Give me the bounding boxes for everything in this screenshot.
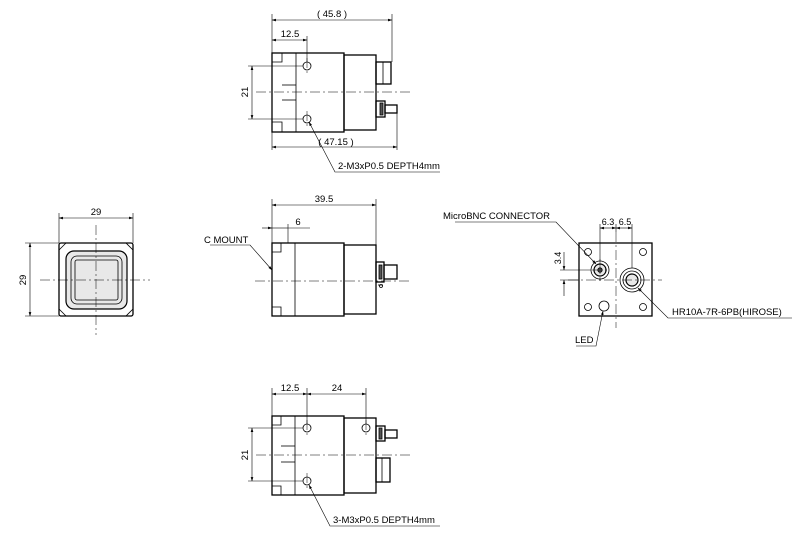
dim-top-rear: ( 47.15 ) (318, 137, 353, 148)
dim-side-flange: 6 (295, 217, 300, 228)
callout-top-tapped-holes: 2-M3xP0.5 DEPTH4mm (338, 161, 440, 172)
side-view: 39.5 6 C MOUNT (204, 194, 412, 317)
dim-rear-offset-a: 6.3 (602, 217, 615, 227)
callout-hirose: HR10A-7R-6PB(HIROSE) (672, 307, 782, 318)
dim-bottom-front: 12.5 (281, 383, 300, 394)
top-view: ( 45.8 ) 12.5 21 ( 47.15 ) 2-M3xP0.5 DEP… (240, 9, 440, 173)
dim-top-height: 21 (240, 87, 251, 98)
dim-top-front: 12.5 (281, 29, 300, 40)
dim-front-width: 29 (91, 207, 102, 218)
dim-side-length: 39.5 (315, 194, 334, 205)
dim-bottom-height: 21 (240, 450, 251, 461)
bottom-view: 12.5 24 21 3-M3xP0.5 DEPTH4mm (240, 383, 440, 527)
rear-view: 6.3 6.5 3.4 MicroBNC CONNECTOR HR10A-7R-… (443, 211, 792, 347)
callout-bottom-tapped-holes: 3-M3xP0.5 DEPTH4mm (333, 515, 435, 526)
dim-top-overall: ( 45.8 ) (317, 9, 347, 20)
front-view: 29 29 (18, 207, 150, 335)
dim-rear-offset-b: 6.5 (619, 217, 632, 227)
callout-microbnc: MicroBNC CONNECTOR (443, 211, 550, 222)
dim-front-height: 29 (18, 275, 29, 286)
callout-led: LED (575, 335, 594, 346)
callout-c-mount: C MOUNT (204, 235, 249, 246)
dim-bottom-mid: 24 (332, 383, 343, 394)
dim-rear-offset-v: 3.4 (553, 252, 563, 265)
